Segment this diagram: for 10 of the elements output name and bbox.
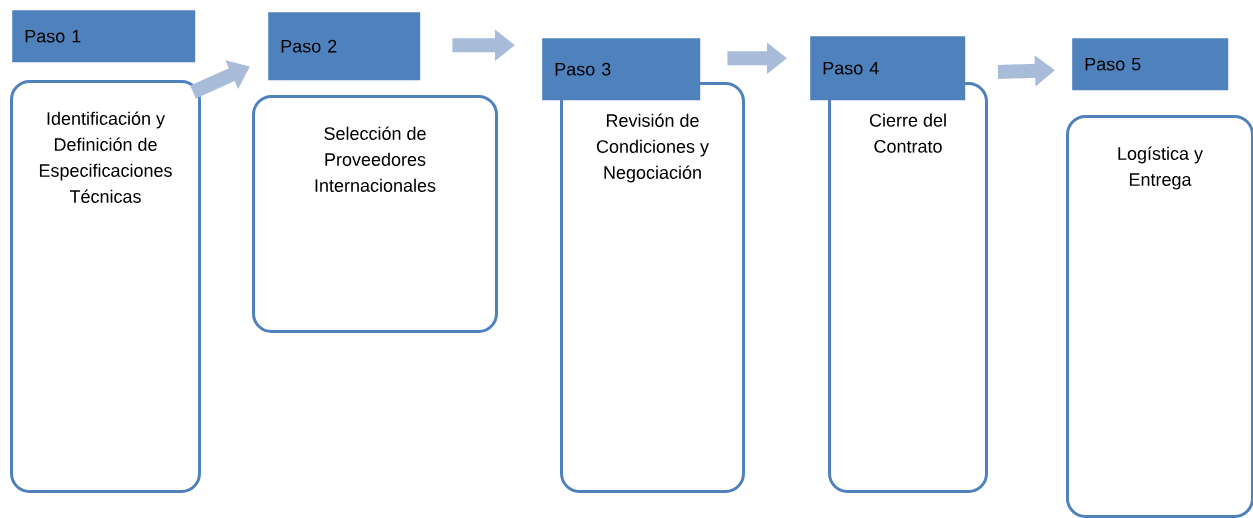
step-header: Paso 3	[542, 38, 701, 101]
step-box: Selección de Proveedores Internacionales	[252, 95, 498, 333]
step-box: Cierre del Contrato	[828, 82, 988, 493]
step-header: Paso 5	[1072, 38, 1229, 91]
step-box: Identificación y Definición de Especificaciones Técnicas	[10, 80, 201, 493]
step-box: Logística y Entrega	[1066, 115, 1253, 518]
step-header: Paso 2	[268, 12, 421, 81]
step-header: Paso 1	[12, 10, 196, 63]
step-header: Paso 4	[810, 36, 966, 101]
step-box: Revisión de Condiciones y Negociación	[560, 82, 745, 493]
